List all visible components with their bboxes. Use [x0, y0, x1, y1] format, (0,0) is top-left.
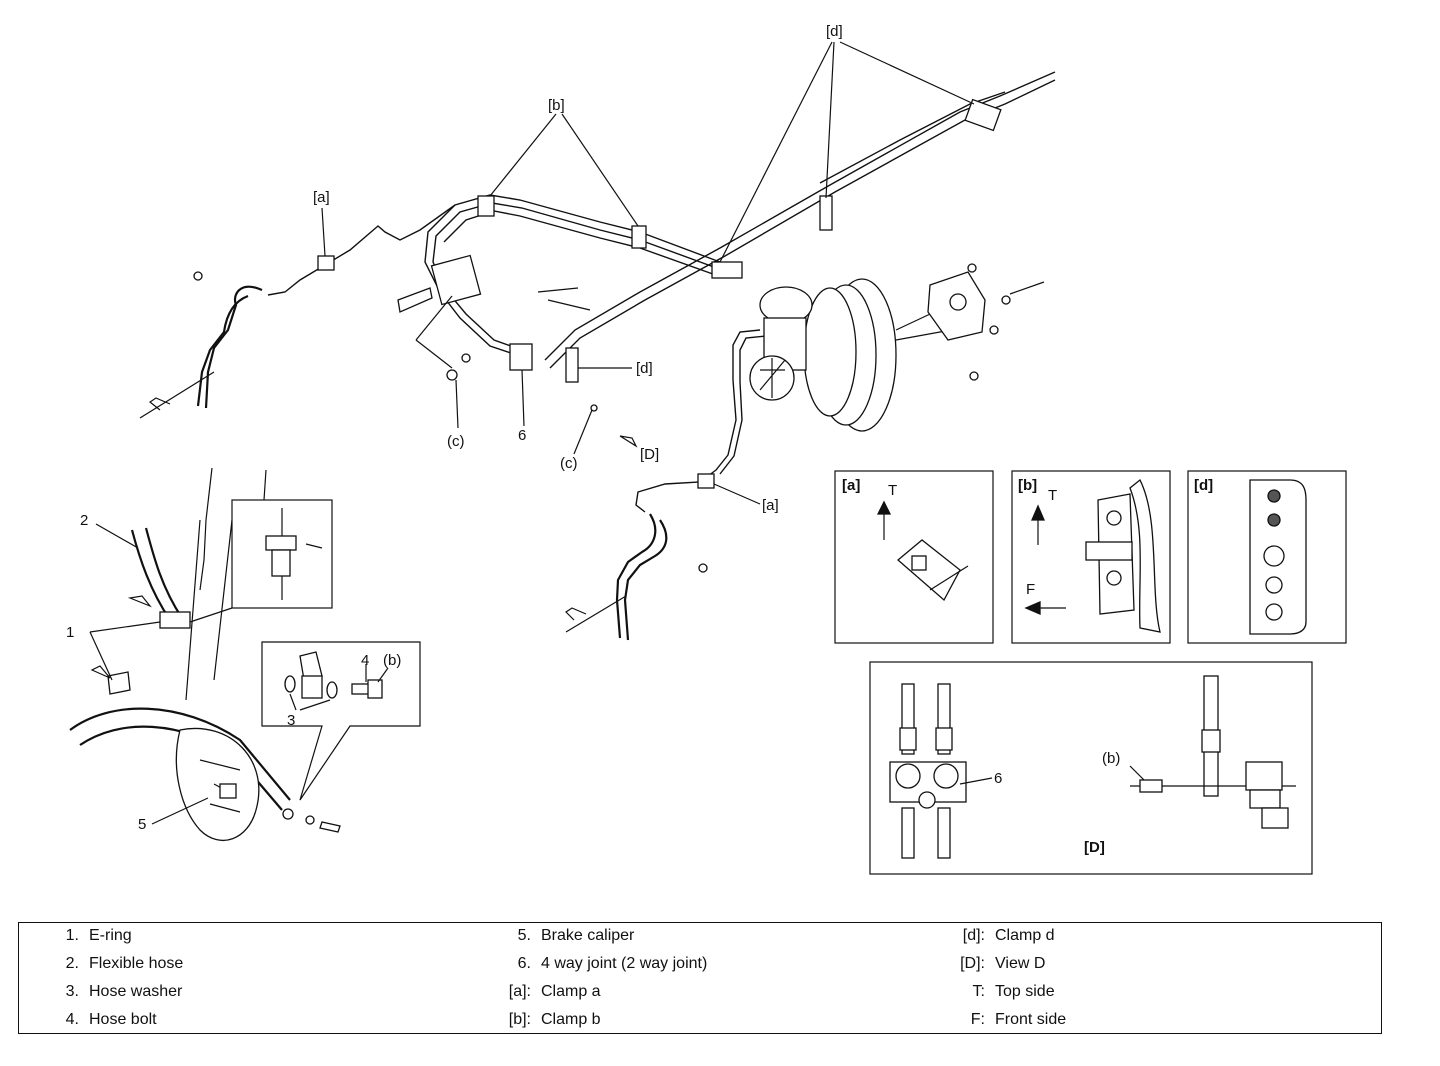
- detail-a-title: [a]: [842, 477, 860, 494]
- callout-four: 4: [361, 652, 369, 669]
- detail-b-box: [b] T F: [1011, 470, 1171, 644]
- callout-three: 3: [287, 712, 295, 729]
- clamp-a-right: [697, 473, 715, 489]
- view-D-joint-label: 6: [994, 770, 1002, 787]
- callout-a-right: [a]: [762, 497, 779, 514]
- four-way-joint-main: [397, 254, 533, 371]
- detail-b-front-mark: F: [1026, 581, 1035, 598]
- caliper-subview: 1 2 5: [66, 467, 341, 841]
- callout-c-right: (c): [560, 455, 578, 472]
- callout-view-D: [D]: [640, 446, 659, 463]
- clamp-a-left: [317, 255, 335, 271]
- callout-b-bolt: (b): [383, 652, 401, 669]
- parts-legend: 1. E-ring 2. Flexible hose 3. Hose washe…: [18, 922, 1382, 1034]
- view-D-box: 6 (b) [D]: [869, 661, 1313, 875]
- detail-d-box: [d]: [1187, 470, 1347, 644]
- callout-a-top: [a]: [313, 189, 330, 206]
- brake-booster: [803, 263, 1045, 432]
- clamp-b-upper: [477, 195, 743, 279]
- leader-lines: [321, 41, 975, 505]
- detail-a-top-mark: T: [888, 482, 897, 499]
- detail-d-title: [d]: [1194, 477, 1213, 494]
- callout-labels: [a] [b] [d] [d] (c) 6 (c) [D] [a]: [313, 23, 843, 514]
- detail-a-box: [a] T: [834, 470, 994, 644]
- callout-one: 1: [66, 624, 74, 641]
- clamp-d-pieces: [565, 98, 1002, 383]
- hose-inset: [189, 499, 333, 623]
- callout-b-top: [b]: [548, 97, 565, 114]
- detail-b-title: [b]: [1018, 477, 1037, 494]
- master-cylinder: [749, 286, 813, 401]
- callout-five: 5: [138, 816, 146, 833]
- callout-two: 2: [80, 512, 88, 529]
- callout-c-left: (c): [447, 433, 465, 450]
- hose-bolt-inset: 3 4 (b): [261, 641, 421, 801]
- callout-six-main: 6: [518, 427, 526, 444]
- view-D-bolt-label: (b): [1102, 750, 1120, 767]
- callout-d-top: [d]: [826, 23, 843, 40]
- view-D-title: [D]: [1084, 839, 1105, 856]
- detail-b-top-mark: T: [1048, 487, 1057, 504]
- callout-d-mid: [d]: [636, 360, 653, 377]
- fasteners-main: [139, 271, 708, 633]
